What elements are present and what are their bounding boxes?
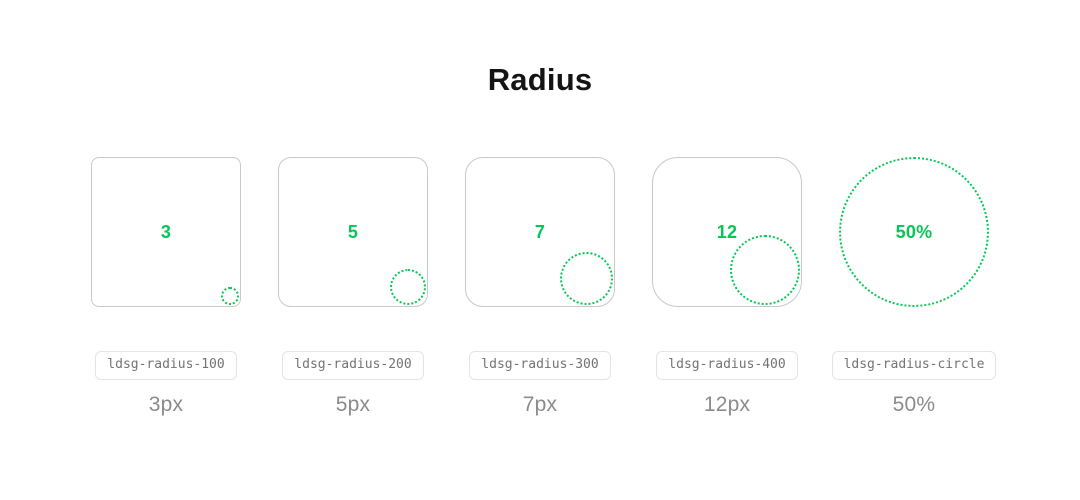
radius-size-label: 7px bbox=[522, 392, 558, 416]
radius-grid: 3 ldsg-radius-100 3px 5 ldsg-radius-200 … bbox=[0, 157, 1080, 417]
token-chip: ldsg-radius-100 bbox=[95, 351, 237, 380]
radius-item-100: 3 ldsg-radius-100 3px bbox=[91, 157, 241, 417]
radius-swatch-square: 7 bbox=[465, 157, 615, 307]
radius-swatch-square: 3 bbox=[91, 157, 241, 307]
token-chip: ldsg-radius-300 bbox=[469, 351, 611, 380]
radius-size-label: 5px bbox=[335, 392, 371, 416]
token-chip: ldsg-radius-400 bbox=[656, 351, 798, 380]
radius-value-label: 7 bbox=[534, 221, 546, 242]
radius-swatch-circle: 50% bbox=[839, 157, 989, 307]
radius-swatch-square: 5 bbox=[278, 157, 428, 307]
radius-value-label: 5 bbox=[347, 221, 359, 242]
radius-size-label: 12px bbox=[703, 392, 751, 416]
page-title: Radius bbox=[487, 62, 593, 97]
radius-item-300: 7 ldsg-radius-300 7px bbox=[465, 157, 615, 417]
radius-swatch-square: 12 bbox=[652, 157, 802, 307]
corner-radius-circle-icon bbox=[560, 252, 613, 305]
token-chip: ldsg-radius-200 bbox=[282, 351, 424, 380]
radius-value-label: 3 bbox=[160, 221, 172, 242]
corner-radius-circle-icon bbox=[221, 287, 239, 305]
radius-value-label: 12 bbox=[716, 221, 738, 242]
radius-size-label: 50% bbox=[892, 392, 936, 416]
radius-item-circle: 50% ldsg-radius-circle 50% bbox=[831, 157, 997, 417]
token-chip: ldsg-radius-circle bbox=[831, 351, 997, 380]
corner-radius-circle-icon bbox=[730, 235, 800, 305]
radius-value-label: 50% bbox=[895, 221, 933, 242]
radius-size-label: 3px bbox=[148, 392, 184, 416]
corner-radius-circle-icon bbox=[390, 269, 426, 305]
radius-item-400: 12 ldsg-radius-400 12px bbox=[652, 157, 802, 417]
radius-item-200: 5 ldsg-radius-200 5px bbox=[278, 157, 428, 417]
